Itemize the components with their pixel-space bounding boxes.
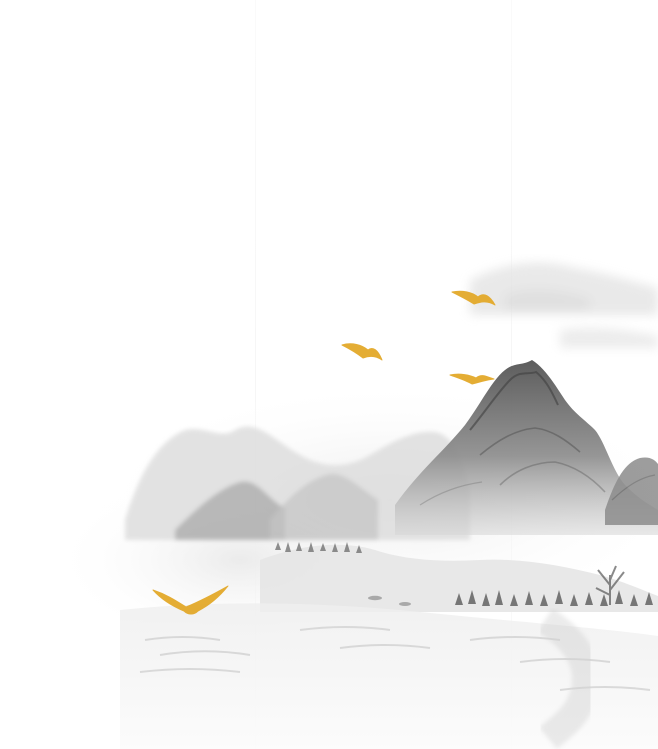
main-peak (395, 360, 658, 535)
bird-4 (152, 585, 229, 615)
panel-seam-left (255, 0, 256, 749)
bird-3 (449, 373, 495, 385)
birds (152, 290, 496, 615)
shoreline (260, 542, 658, 612)
bird-1 (451, 290, 496, 306)
water (120, 595, 658, 749)
bird-2 (341, 343, 383, 361)
far-mountains-left (125, 426, 470, 540)
distant-ridges (470, 262, 658, 348)
right-peak (605, 457, 658, 525)
